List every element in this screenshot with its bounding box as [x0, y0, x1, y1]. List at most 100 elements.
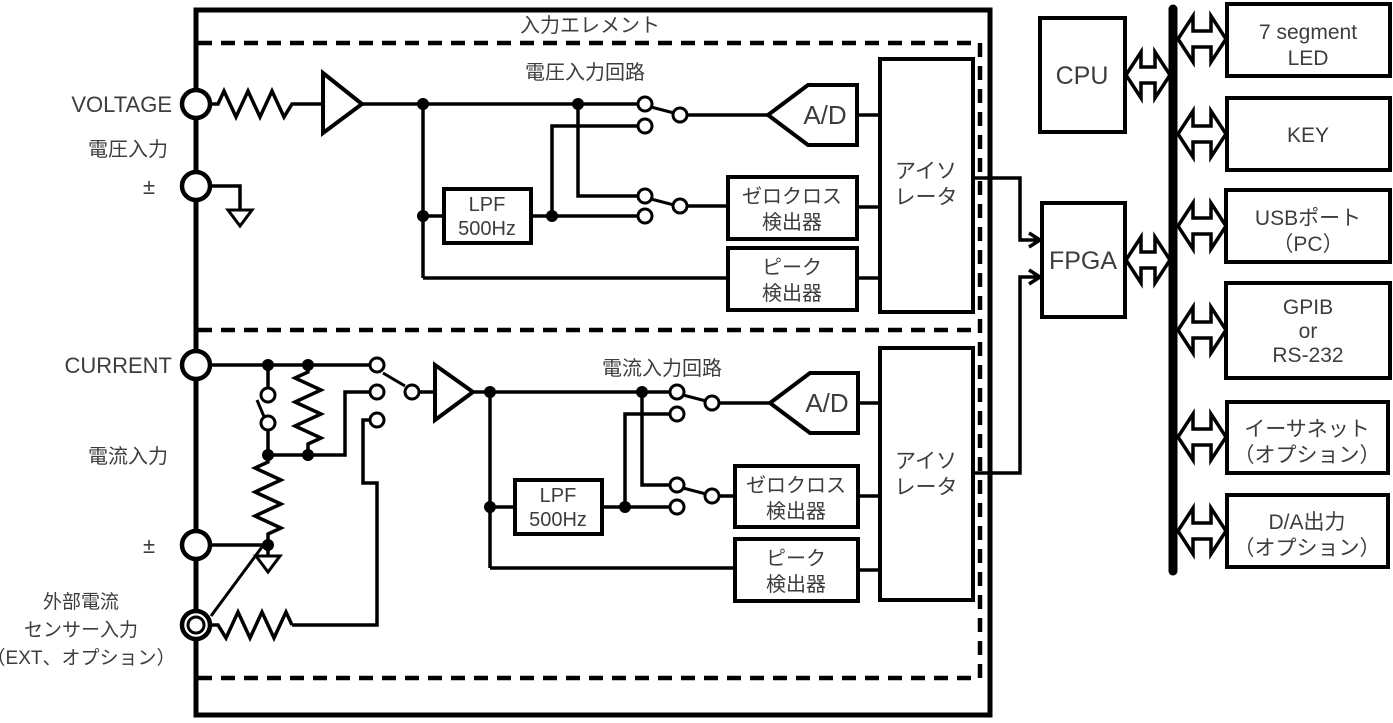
current-adc-switch-blade [682, 393, 707, 403]
gpib-rs232-box [1224, 281, 1392, 380]
current-lpf-label2: 500Hz [529, 509, 587, 531]
ext-sensor-label3: （EXT、オプション） [0, 647, 175, 669]
da-output-label2: （オプション） [1234, 537, 1381, 560]
current-lower-resistor [250, 455, 286, 545]
voltage-isolator-label1: アイソ [895, 160, 957, 183]
ext-sensor-label2: センサー入力 [24, 619, 138, 641]
cpu-bus-arrow [1123, 46, 1173, 104]
current-peak-label2: 検出器 [766, 573, 826, 596]
voltage-adc-label: A/D [803, 100, 846, 130]
bus-key-arrow [1175, 105, 1229, 163]
current-ext-resistor [210, 607, 294, 643]
voltage-circuit-label: 電圧入力回路 [525, 61, 645, 84]
key-label: KEY [1287, 124, 1329, 147]
fpga-box [1040, 201, 1127, 319]
voltage-direct-to-zc-switch [576, 104, 638, 198]
usb-port-box [1224, 188, 1392, 264]
voltage-peak-label1: ピーク [762, 256, 822, 279]
voltage-lpf-label2: 500Hz [458, 218, 516, 240]
cpu-label: CPU [1056, 62, 1109, 90]
voltage-zc-label2: 検出器 [762, 211, 822, 234]
current-zc-label1: ゼロクロス [746, 474, 846, 497]
current-polarity-label: ± [143, 533, 155, 558]
current-peak-box [733, 537, 860, 603]
bus-ethernet-arrow [1175, 408, 1229, 466]
voltage-adc-box [764, 83, 859, 147]
voltage-lpf-to-adc-switch [550, 124, 638, 216]
current-isolator-label1: アイソ [895, 450, 957, 473]
da-output-label1: D/A出力 [1268, 511, 1345, 534]
current-isolator-box [878, 346, 975, 602]
ethernet-label2: （オプション） [1234, 444, 1381, 467]
voltage-peak-label2: 検出器 [762, 282, 822, 305]
voltage-polarity-label: ± [143, 174, 155, 199]
voltage-terminal [179, 87, 213, 121]
usb-port-label2: （PC） [1272, 233, 1343, 256]
current-ground-symbol [253, 554, 283, 575]
bus-da-arrow [1175, 502, 1229, 560]
current-direct-to-zc-switch [640, 392, 670, 487]
voltage-input-resistor [210, 86, 323, 122]
current-peak-label1: ピーク [766, 547, 826, 570]
7segment-led-box [1225, 2, 1392, 78]
current-adc-box [766, 371, 860, 435]
voltage-zc-switch-blade [650, 197, 675, 207]
voltage-ground-symbol [225, 208, 255, 229]
current-amp-switch-blade [382, 371, 406, 388]
current-terminal-label: CURRENT [64, 353, 172, 378]
voltage-isolator-to-fpga [973, 176, 1037, 242]
ethernet-label1: イーサネット [1244, 418, 1370, 441]
voltage-lpf-label1: LPF [469, 194, 506, 216]
current-lpf-to-adc-switch [623, 412, 670, 507]
current-isolator-to-fpga [973, 275, 1037, 475]
voltage-peak-box [726, 246, 859, 312]
bus-usb-arrow [1175, 197, 1229, 255]
current-zc-label2: 検出器 [766, 500, 826, 523]
voltage-isolator-label2: レータ [895, 186, 958, 209]
current-ext-riser [292, 418, 379, 627]
key-box [1225, 96, 1392, 172]
voltage-input-label: 電圧入力 [88, 138, 168, 161]
voltage-terminal-label: VOLTAGE [71, 92, 172, 117]
current-adc-label: A/D [805, 388, 848, 418]
current-circuit: LPF 500Hz A/D ゼロクロス 検出器 ピーク 検出器 アイソ レータ … [209, 346, 975, 643]
current-isolator-label2: レータ [895, 476, 958, 499]
voltage-adc-switch-blade [650, 105, 675, 115]
current-terminal [179, 348, 213, 382]
usb-port-label1: USBポート [1255, 207, 1361, 230]
voltage-ground-stub [210, 184, 242, 210]
fpga-bus-arrow [1123, 231, 1173, 289]
voltage-zero-cross-box [726, 175, 859, 241]
voltage-lpf-box [442, 187, 533, 245]
input-element-title: 入力エレメント [520, 14, 660, 37]
current-zc-switch-blade [682, 486, 707, 496]
current-input-label: 電流入力 [88, 445, 168, 468]
7segment-led-label2: LED [1288, 47, 1329, 70]
gpib-label2: or [1299, 320, 1318, 343]
gpib-label1: GPIB [1283, 296, 1333, 319]
voltage-pm-terminal [179, 169, 213, 203]
ext-sensor-blade [209, 546, 264, 617]
voltage-isolator-box [878, 57, 975, 314]
bus-gpib-arrow [1175, 301, 1229, 359]
ext-sensor-terminal-inner [186, 615, 206, 635]
da-output-box [1225, 493, 1390, 569]
current-amplifier [433, 361, 477, 424]
bus-7seg-arrow [1175, 10, 1229, 68]
current-lpf-label1: LPF [540, 485, 577, 507]
7segment-led-label1: 7 segment [1259, 21, 1357, 44]
ethernet-box [1225, 400, 1390, 475]
voltage-circuit: LPF 500Hz A/D ゼロクロス 検出器 ピーク 検出器 アイソ レータ … [210, 57, 975, 314]
gpib-label3: RS-232 [1272, 344, 1343, 367]
current-lpf-box [513, 478, 604, 536]
current-pm-terminal [179, 528, 213, 562]
current-shunt-to-switch [308, 390, 370, 457]
current-shunt-resistor [290, 365, 326, 455]
current-circuit-label: 電流入力回路 [602, 357, 722, 380]
fpga-label: FPGA [1049, 247, 1117, 275]
current-zero-cross-box [733, 464, 860, 529]
voltage-zc-label1: ゼロクロス [742, 185, 842, 208]
ext-sensor-label1: 外部電流 [43, 591, 119, 613]
